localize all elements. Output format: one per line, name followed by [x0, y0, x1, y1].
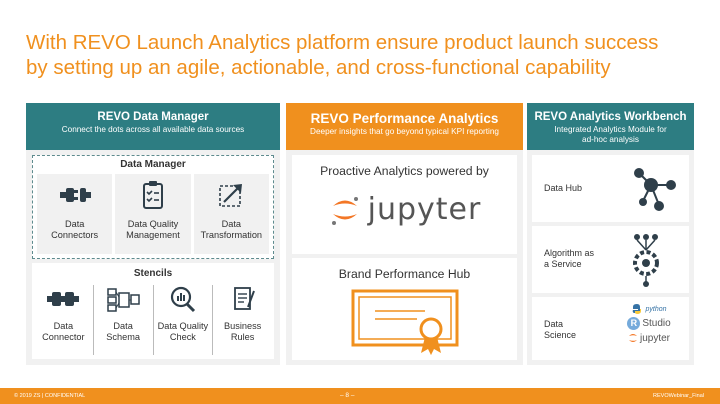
performance-analytics-column: REVO Performance Analytics Deeper insigh…: [286, 103, 523, 365]
proactive-analytics-box: Proactive Analytics powered by jupyter: [292, 155, 517, 254]
stencil-data-quality-check: Data Quality Check: [154, 285, 214, 355]
card-label-line2: Transformation: [200, 230, 263, 240]
analytics-workbench-column: REVO Analytics Workbench Integrated Anal…: [527, 103, 694, 365]
workbench-item-data-hub: Data Hub: [532, 155, 689, 222]
workbench-item-label: Data Hub: [544, 183, 583, 193]
stencil-label-line1: Business: [223, 321, 262, 331]
jupyter-wordmark: jupyter: [367, 192, 482, 227]
slide-title-line2: by setting up an agile, actionable, and …: [26, 56, 611, 79]
card-label-line2: Connectors: [51, 230, 99, 240]
workbench-item-label: Data Science: [544, 319, 576, 341]
data-manager-subtitle: Connect the dots across all available da…: [61, 125, 245, 134]
stencil-data-schema: Data Schema: [94, 285, 154, 355]
workbench-item-algorithm: Algorithm as a Service: [532, 226, 689, 293]
workbench-item-data-science: Data Science python R Studio jupyter: [532, 297, 689, 360]
stencil-business-rules: Business Rules: [213, 285, 272, 355]
brand-performance-hub-title: Brand Performance Hub: [338, 267, 471, 281]
card-label-line1: Data Quality: [127, 219, 179, 229]
stencil-label-line2: Rules: [230, 332, 255, 342]
stencil-data-connector: Data Connector: [34, 285, 94, 355]
slide-title-line1: With REVO Launch Analytics platform ensu…: [26, 31, 659, 54]
r-icon: R: [627, 317, 641, 330]
stencil-label-line2: Check: [169, 332, 196, 342]
workbench-item-label-line1: Algorithm as: [544, 248, 595, 258]
analytics-workbench-title: REVO Analytics Workbench: [534, 111, 687, 123]
rules-document-icon: [233, 287, 255, 310]
stencil-label-line1: Data Quality: [157, 321, 209, 331]
python-logo: python: [619, 303, 679, 315]
card-data-connectors: Data Connectors: [37, 174, 113, 254]
stencil-label-line1: Data: [53, 321, 74, 331]
python-icon: [633, 304, 642, 314]
jupyter-logo-icon: [331, 196, 358, 225]
python-rstudio-jupyter-icon: python R Studio jupyter: [619, 303, 679, 344]
performance-analytics-subtitle: Deeper insights that go beyond typical K…: [310, 127, 499, 136]
performance-analytics-title: REVO Performance Analytics: [310, 111, 499, 126]
rstudio-logo: R Studio: [619, 317, 679, 330]
magnifier-chart-icon: [170, 286, 195, 313]
footer-filename: REVOWebinar_Final: [653, 393, 704, 399]
transform-arrow-icon: [219, 184, 243, 207]
analytics-workbench-subtitle-line2: ad-hoc analysis: [582, 135, 639, 144]
card-data-transformation: Data Transformation: [193, 174, 269, 254]
data-manager-header: REVO Data Manager Connect the dots acros…: [26, 103, 280, 150]
jupyter-small-wordmark: jupyter: [639, 332, 670, 344]
stencil-label-line2: Schema: [106, 332, 140, 342]
plug-icon: [59, 188, 91, 202]
stencil-label-line2: Connector: [42, 332, 85, 342]
workbench-item-label: Algorithm as a Service: [544, 248, 594, 270]
data-manager-box-title: Data Manager: [120, 159, 186, 170]
analytics-workbench-subtitle-line1: Integrated Analytics Module for: [554, 125, 667, 134]
algorithm-gear-icon: [633, 234, 659, 287]
footer-confidential: © 2019 ZS | CONFIDENTIAL: [14, 393, 86, 399]
studio-wordmark: Studio: [642, 318, 671, 329]
card-label-line1: Data: [64, 219, 85, 229]
certificate-icon: [351, 289, 458, 355]
footer-bar: © 2019 ZS | CONFIDENTIAL – 8 – REVOWebin…: [0, 388, 720, 404]
card-label-line2: Management: [126, 230, 180, 240]
schema-icon: [107, 288, 140, 312]
data-manager-title: REVO Data Manager: [97, 111, 209, 123]
analytics-workbench-header: REVO Analytics Workbench Integrated Anal…: [527, 103, 694, 150]
data-manager-column: REVO Data Manager Connect the dots acros…: [26, 103, 280, 365]
network-hub-icon: [634, 168, 676, 211]
jupyter-small-logo: jupyter: [619, 332, 679, 344]
python-wordmark: python: [645, 305, 667, 313]
stencils-box: Stencils Data Connector: [32, 263, 274, 359]
proactive-analytics-title: Proactive Analytics powered by: [320, 164, 489, 178]
jupyter-small-icon: [628, 334, 637, 342]
workbench-item-label-line2: a Service: [544, 259, 582, 269]
page-number: – 8 –: [340, 392, 355, 399]
card-data-quality-management: Data Quality Management: [115, 174, 191, 254]
card-label-line1: Data: [221, 219, 242, 229]
stencil-label-line1: Data: [113, 321, 133, 331]
connector-plug-icon: [47, 292, 80, 306]
workbench-item-label-line2: Science: [544, 330, 577, 340]
performance-analytics-header: REVO Performance Analytics Deeper insigh…: [286, 103, 523, 150]
workbench-item-label-line1: Data: [544, 319, 564, 329]
stencils-title: Stencils: [133, 268, 173, 279]
data-manager-box: Data Manager Data Connectors: [32, 155, 274, 259]
clipboard-checklist-icon: [142, 181, 163, 209]
slide-title: With REVO Launch Analytics platform ensu…: [26, 30, 706, 80]
brand-performance-hub-box: Brand Performance Hub: [292, 258, 517, 360]
